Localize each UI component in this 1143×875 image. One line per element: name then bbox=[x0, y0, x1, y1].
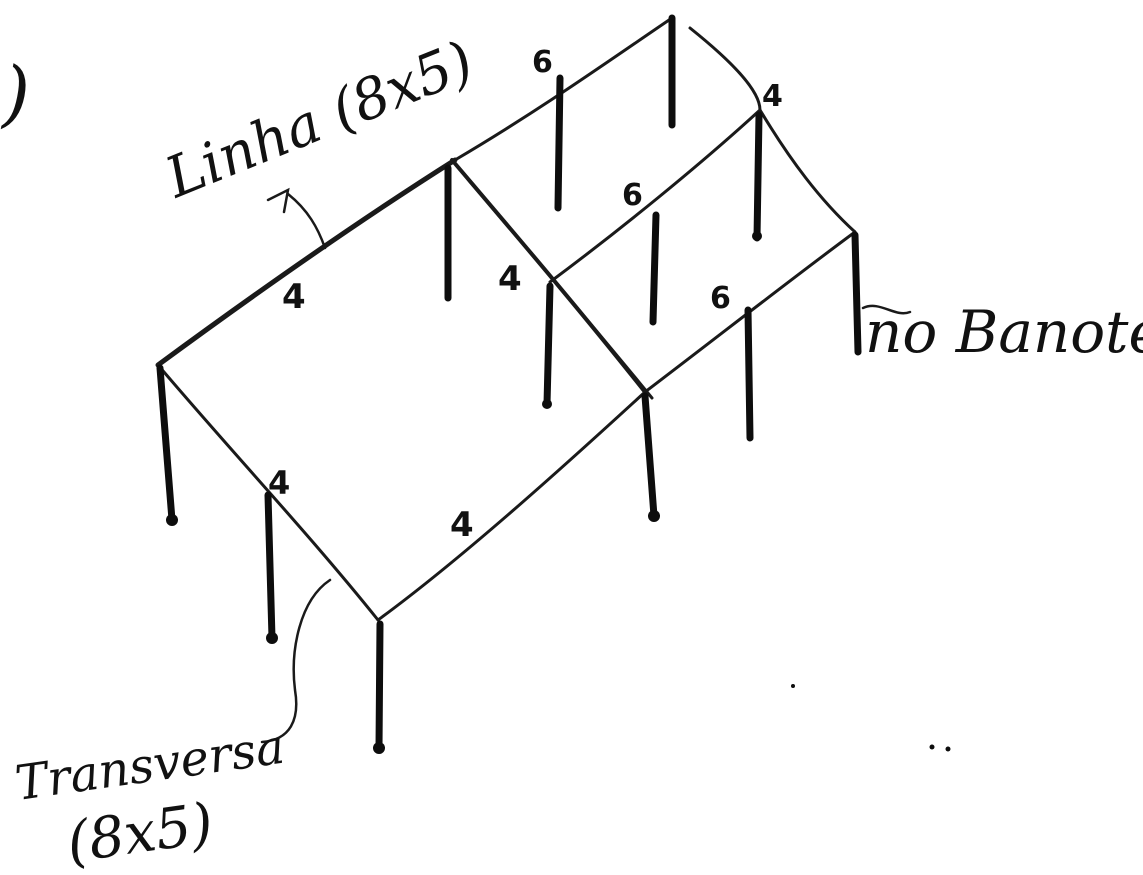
ink-dot bbox=[945, 746, 951, 752]
right-upper-edge bbox=[758, 108, 857, 234]
linha-leader-arrow bbox=[266, 187, 327, 250]
back-top-beam bbox=[453, 16, 674, 162]
post-foot bbox=[373, 742, 385, 754]
transversa-leader bbox=[260, 578, 332, 744]
ridge-diagonal-b bbox=[460, 170, 654, 400]
dim-left-gable: 4 bbox=[268, 464, 290, 502]
dim-top-ridge: 6 bbox=[532, 45, 553, 80]
banzote-leader bbox=[861, 304, 912, 315]
linha-label: Linha (8x5) bbox=[156, 29, 483, 211]
dim-lower-right: 6 bbox=[710, 281, 731, 316]
dim-ridge-left: 4 bbox=[498, 259, 522, 299]
ink-dot bbox=[791, 684, 795, 688]
post bbox=[156, 364, 176, 524]
dim-middle: 6 bbox=[622, 178, 643, 213]
linha-beam bbox=[155, 157, 458, 368]
dim-top-right: 4 bbox=[762, 79, 783, 114]
post bbox=[641, 392, 658, 520]
dim-front-eave-right: 4 bbox=[450, 505, 474, 545]
post bbox=[753, 111, 763, 242]
transversa-size-label: (8x5) bbox=[63, 791, 217, 875]
lower-right-beam bbox=[643, 230, 857, 394]
transversa-label: Transversa bbox=[12, 719, 288, 812]
post bbox=[543, 282, 554, 408]
post bbox=[649, 211, 660, 326]
post-foot bbox=[166, 514, 178, 526]
corner-mark: ) bbox=[0, 51, 30, 135]
post bbox=[744, 306, 754, 442]
post bbox=[375, 620, 384, 752]
middle-beam bbox=[548, 108, 762, 284]
post-foot bbox=[648, 510, 660, 522]
post bbox=[264, 491, 276, 642]
post bbox=[554, 74, 564, 212]
frame-posts bbox=[156, 14, 862, 754]
post-foot bbox=[752, 231, 762, 241]
post-foot bbox=[542, 399, 552, 409]
top-right-slope bbox=[688, 26, 762, 112]
post bbox=[851, 231, 862, 356]
dim-front-eave-left: 4 bbox=[282, 277, 306, 317]
ink-dot bbox=[929, 744, 935, 750]
front-eave-beam bbox=[376, 390, 647, 622]
banzote-label: no Banote bbox=[865, 298, 1143, 366]
post-foot bbox=[266, 632, 278, 644]
